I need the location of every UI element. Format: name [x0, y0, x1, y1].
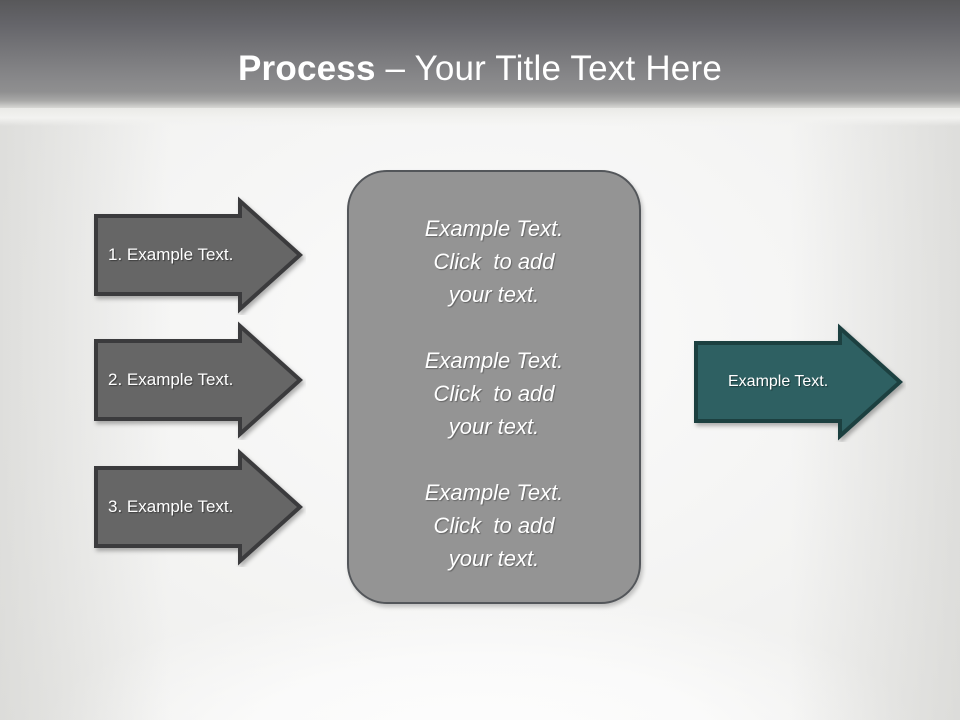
panel-text-line: your text.	[448, 282, 540, 307]
process-step-arrow-3[interactable]: 3. Example Text.	[90, 447, 306, 567]
panel-text-block-2: Example Text. Click to add your text.	[349, 344, 639, 443]
header-band	[0, 0, 960, 112]
right-arrow-icon	[690, 322, 906, 442]
slide-title-rest: – Your Title Text Here	[375, 49, 722, 88]
slide-title-strong: Process	[238, 49, 376, 88]
result-arrow-label: Example Text.	[728, 373, 829, 390]
panel-text-block-1: Example Text. Click to add your text.	[349, 212, 639, 311]
header-band-fade	[0, 108, 960, 126]
result-arrow[interactable]: Example Text.	[690, 322, 906, 442]
panel-text-line: Click to add	[433, 513, 555, 538]
process-step-arrow-2[interactable]: 2. Example Text.	[90, 320, 306, 440]
panel-text-line: Example Text.	[424, 216, 564, 241]
panel-text-line: your text.	[448, 414, 540, 439]
panel-text-line: Example Text.	[424, 348, 564, 373]
right-arrow-icon	[90, 195, 306, 315]
center-content-panel[interactable]: Example Text. Click to add your text. Ex…	[347, 170, 641, 604]
panel-text-line: Click to add	[433, 249, 555, 274]
slide-title: Process – Your Title Text Here	[0, 48, 960, 90]
panel-text-line: Click to add	[433, 381, 555, 406]
panel-text-block-3: Example Text. Click to add your text.	[349, 476, 639, 575]
right-arrow-icon	[90, 447, 306, 567]
panel-text-line: your text.	[448, 546, 540, 571]
right-arrow-icon	[90, 320, 306, 440]
panel-text-line: Example Text.	[424, 480, 564, 505]
process-step-arrow-1[interactable]: 1. Example Text.	[90, 195, 306, 315]
process-step-arrow-1-label: 1. Example Text.	[108, 245, 234, 264]
process-step-arrow-2-label: 2. Example Text.	[108, 370, 234, 389]
process-step-arrow-3-label: 3. Example Text.	[108, 497, 234, 516]
